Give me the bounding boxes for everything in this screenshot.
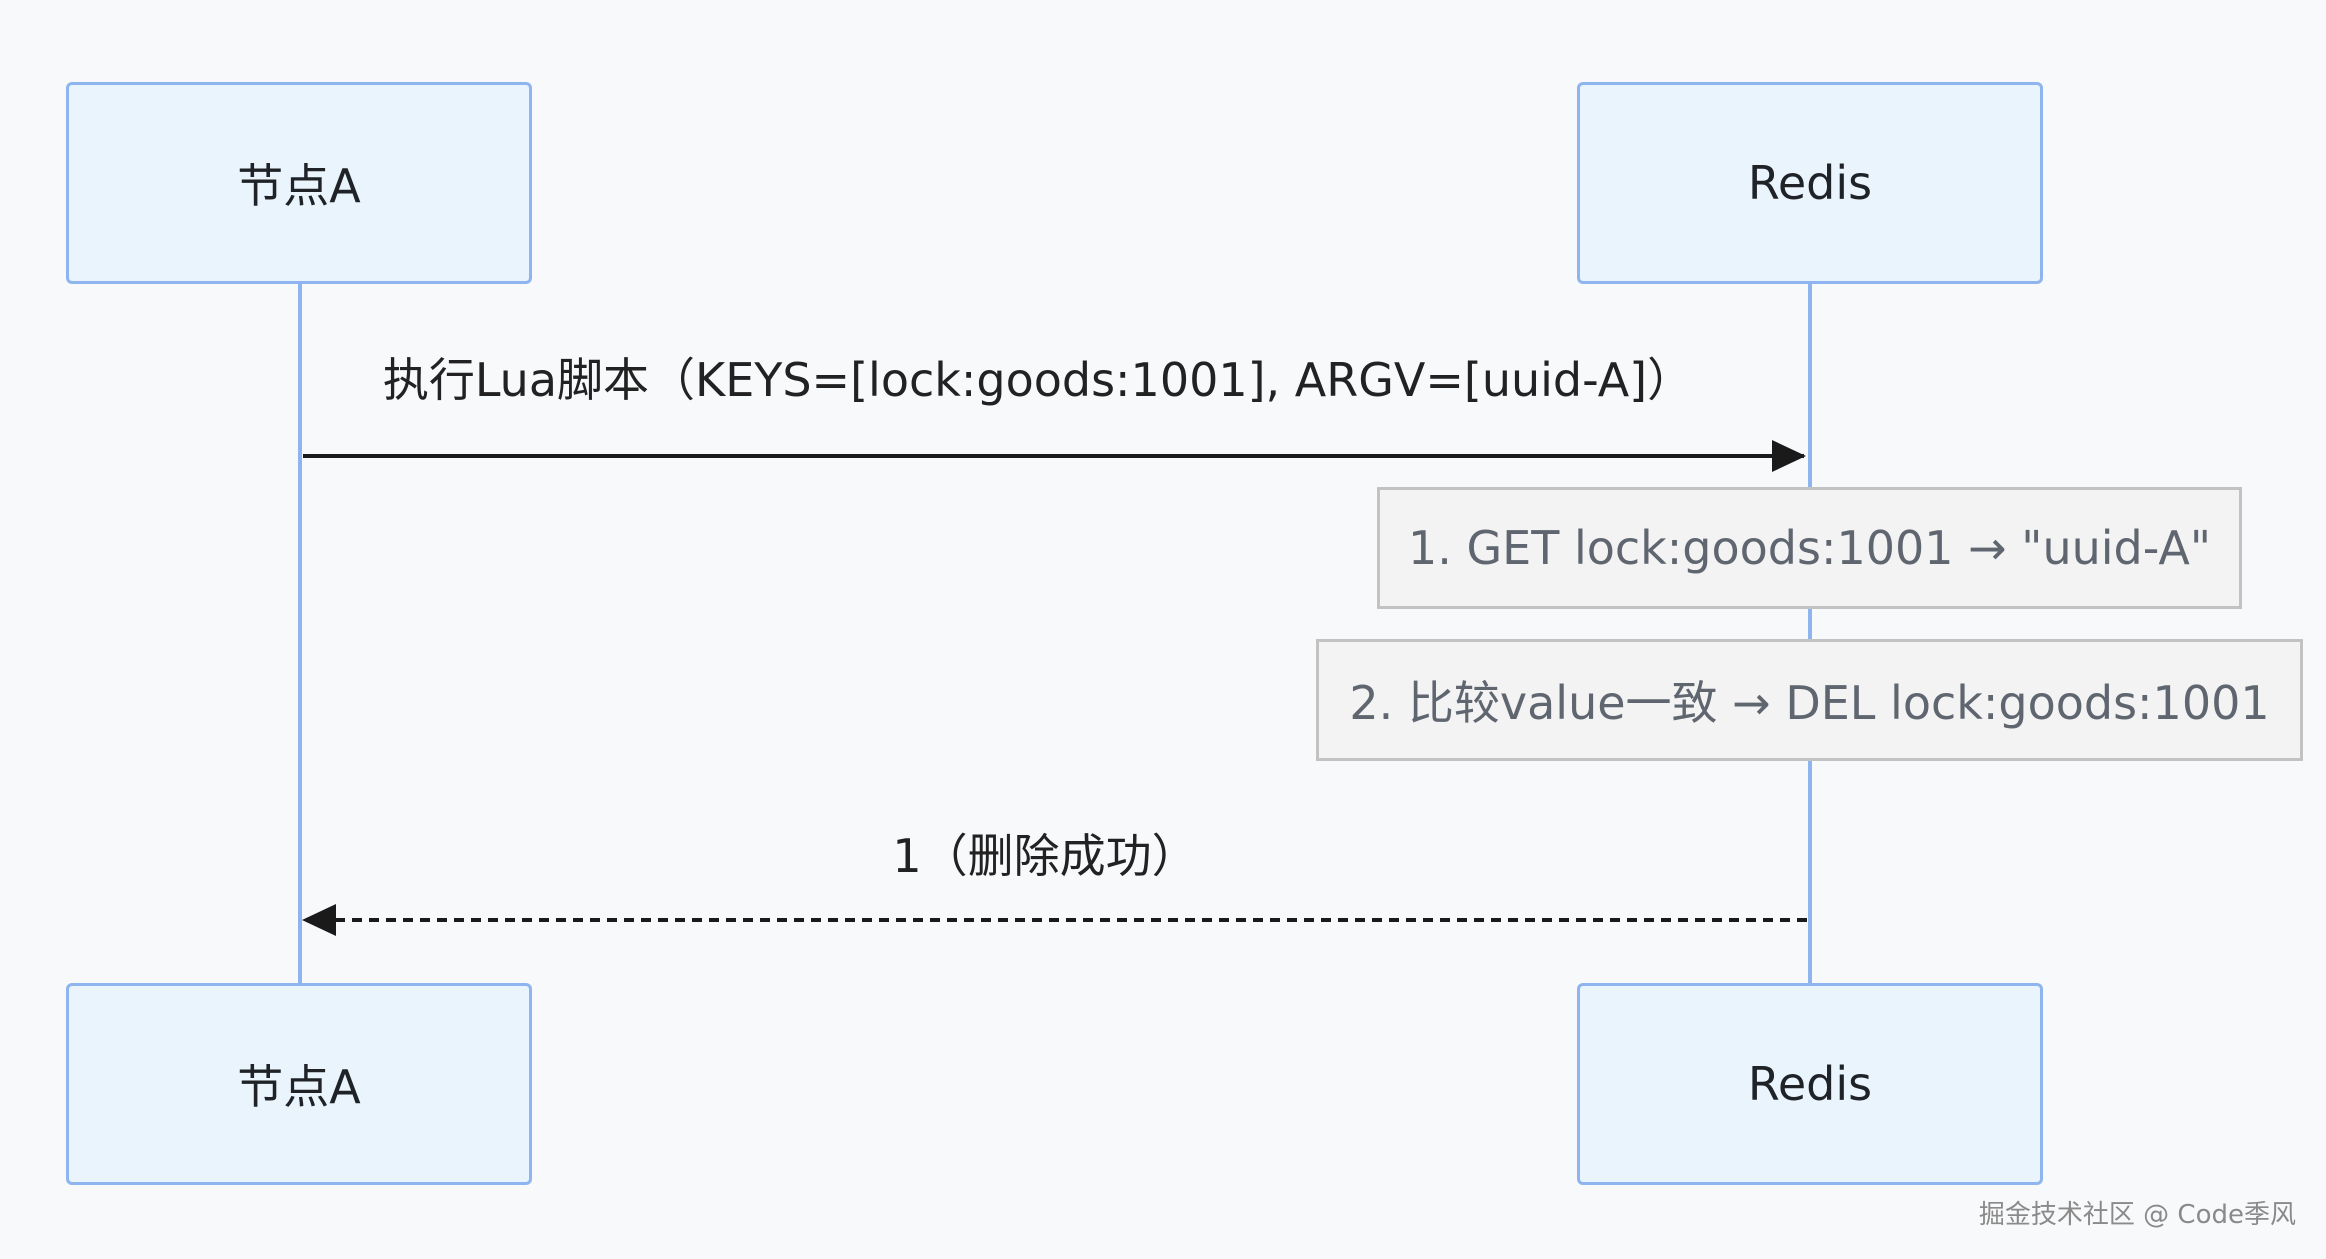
actor-node-a-label-bottom: 节点A bbox=[237, 1060, 361, 1114]
note-step-1-text: 1. GET lock:goods:1001 → "uuid-A" bbox=[1408, 521, 2211, 575]
note-step-2-text: 2. 比较value一致 → DEL lock:goods:1001 bbox=[1349, 676, 2270, 730]
watermark-text: 掘金技术社区 @ Code季风 bbox=[1978, 1200, 2296, 1230]
actor-node-a-bottom: 节点A bbox=[66, 983, 532, 1185]
actor-node-a-label: 节点A bbox=[237, 159, 361, 213]
request-message-label: 执行Lua脚本（KEYS=[lock:goods:1001], ARGV=[uu… bbox=[382, 353, 1694, 407]
note-step-1: 1. GET lock:goods:1001 → "uuid-A" bbox=[1377, 487, 2242, 609]
request-arrowhead bbox=[1772, 440, 1806, 472]
response-arrowhead bbox=[302, 904, 336, 936]
note-step-2: 2. 比较value一致 → DEL lock:goods:1001 bbox=[1316, 639, 2303, 761]
actor-redis-label-bottom: Redis bbox=[1747, 1057, 1873, 1111]
actor-redis-top: Redis bbox=[1577, 82, 2043, 284]
response-message-label: 1（删除成功） bbox=[892, 829, 1198, 883]
actor-node-a-top: 节点A bbox=[66, 82, 532, 284]
actor-redis-bottom: Redis bbox=[1577, 983, 2043, 1185]
actor-redis-label: Redis bbox=[1747, 156, 1873, 210]
